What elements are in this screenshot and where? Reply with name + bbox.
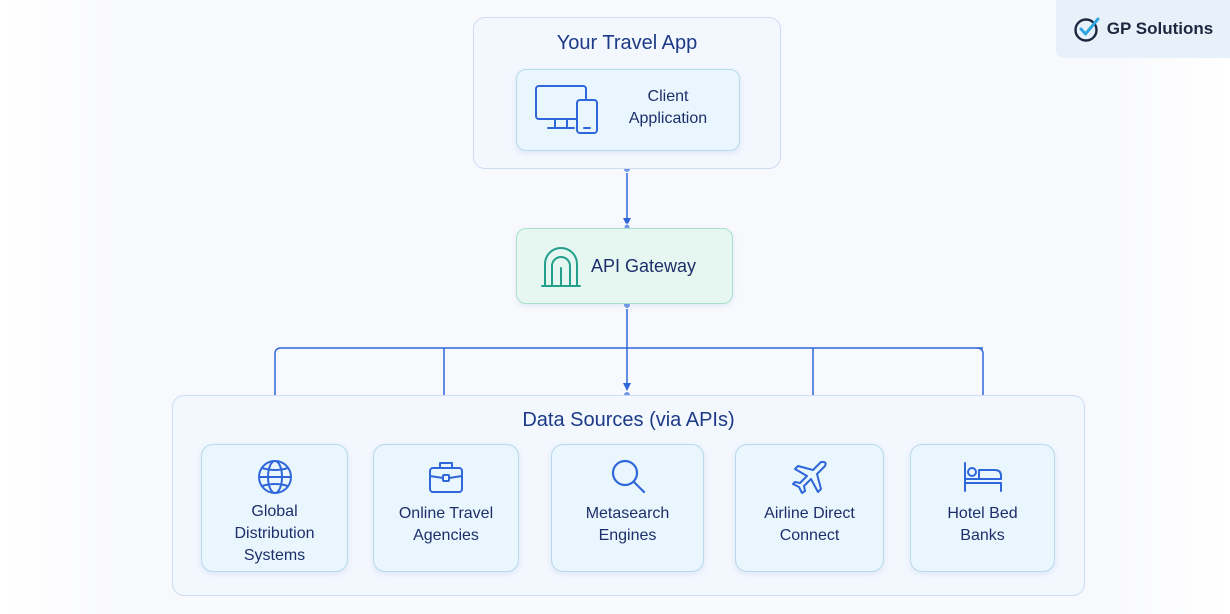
gateway-arch-icon	[541, 247, 581, 287]
source-label-ota: Online Travel Agencies	[398, 505, 494, 544]
api-gateway-card[interactable]: API Gateway	[516, 228, 733, 304]
travel-app-title: Your Travel App	[556, 32, 698, 54]
travel-app-panel: Your Travel App Client Application	[473, 17, 781, 169]
bed-icon	[963, 462, 1002, 492]
source-card-metasearch[interactable]: Metasearch Engines	[551, 444, 704, 572]
source-card-ota[interactable]: Online Travel Agencies	[373, 444, 519, 572]
source-card-hotel[interactable]: Hotel Bed Banks	[910, 444, 1055, 572]
search-icon	[611, 459, 645, 494]
brand-badge: GP Solutions	[1056, 0, 1230, 58]
devices-icon	[535, 85, 598, 134]
source-label-gds: Global Distribution Systems	[234, 503, 315, 564]
client-application-card[interactable]: Client Application	[516, 69, 740, 151]
check-circle-icon	[1074, 17, 1100, 42]
brand-name: GP Solutions	[1106, 19, 1214, 38]
api-gateway-label: API Gateway	[591, 256, 697, 276]
client-application-label: Client Application	[628, 88, 708, 127]
source-label-airline: Airline Direct Connect	[764, 505, 855, 544]
source-label-hotel: Hotel Bed Banks	[947, 505, 1018, 544]
source-card-gds[interactable]: Global Distribution Systems	[201, 444, 348, 572]
data-sources-title: Data Sources (via APIs)	[522, 409, 735, 431]
source-label-metasearch: Metasearch Engines	[585, 505, 670, 544]
briefcase-icon	[429, 462, 463, 493]
globe-icon	[257, 460, 292, 494]
airplane-icon	[791, 461, 827, 494]
source-card-airline[interactable]: Airline Direct Connect	[735, 444, 884, 572]
